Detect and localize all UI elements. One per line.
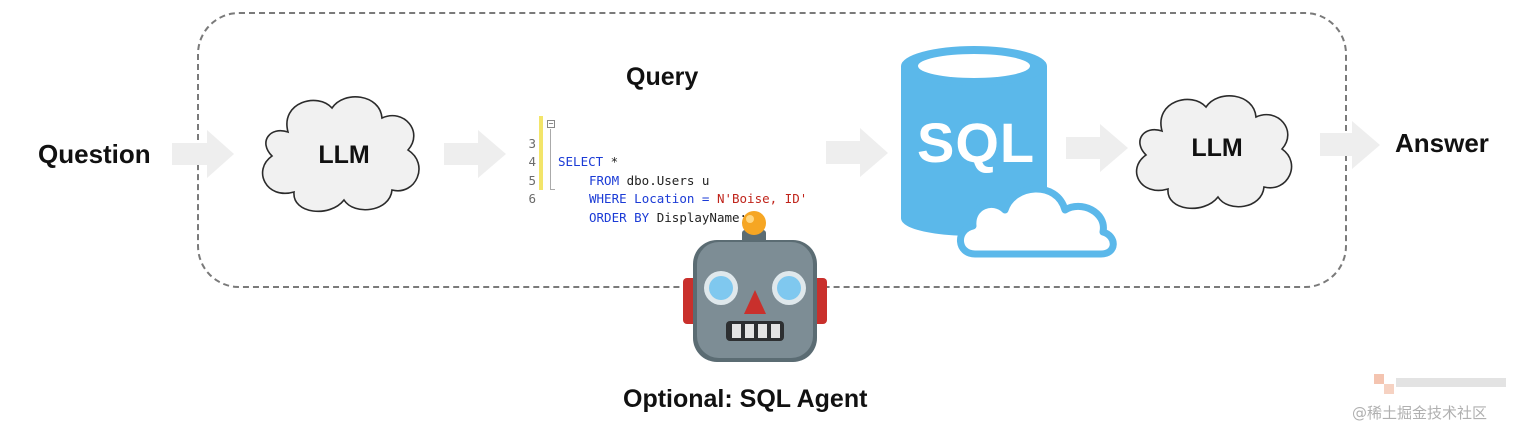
line-number: 6: [528, 191, 536, 206]
llm-label-left: LLM: [318, 141, 370, 169]
arrow-llm-to-query: [444, 130, 506, 178]
agent-label: Optional: SQL Agent: [623, 385, 868, 413]
robot-icon: [683, 211, 827, 362]
code-text: *: [603, 154, 619, 169]
llm-cloud-left: [261, 96, 420, 213]
sql-label: SQL: [917, 111, 1036, 174]
code-keyword: SELECT: [558, 154, 604, 169]
line-number: 3: [528, 135, 536, 151]
answer-label: Answer: [1395, 128, 1489, 158]
llm-label-right: LLM: [1191, 134, 1243, 162]
line-number: 4: [528, 154, 536, 169]
llm-cloud-right: [1135, 95, 1293, 210]
sql-code-snippet: − 3 SELECT * 4 FROM dbo.Users u 5 WHERE …: [522, 116, 807, 225]
code-text: dbo.Users u: [619, 172, 710, 188]
code-string: N'Boise, ID': [716, 191, 808, 206]
arrow-sql-to-llm: [1066, 124, 1128, 172]
collapse-icon: −: [547, 119, 555, 128]
arrow-question-to-llm: [172, 130, 234, 178]
arrow-query-to-sql: [826, 128, 888, 177]
code-gutter-highlight: [539, 116, 543, 190]
code-keyword: WHERE: [589, 191, 627, 206]
code-line: 4 FROM dbo.Users u: [522, 135, 709, 188]
query-label: Query: [626, 63, 699, 91]
code-keyword: ORDER BY: [589, 209, 650, 225]
sql-cloud-icon: [957, 185, 1117, 258]
code-fold-bracket: [550, 129, 555, 190]
watermark-text: @稀土掘金技术社区: [1352, 404, 1488, 422]
code-text: DisplayName;: [649, 209, 748, 225]
arrow-llm-to-answer: [1320, 121, 1380, 169]
code-line: 5 WHERE Location = N'Boise, ID': [522, 153, 807, 207]
watermark-blur: [1374, 374, 1506, 394]
question-label: Question: [38, 139, 151, 169]
code-line: 6 ORDER BY DisplayName;: [522, 172, 747, 225]
code-line: 3 SELECT *: [522, 116, 618, 170]
line-number: 5: [528, 172, 536, 188]
code-keyword: FROM: [589, 172, 620, 188]
code-text: Location =: [626, 191, 717, 206]
sql-database-icon: [901, 46, 1117, 258]
